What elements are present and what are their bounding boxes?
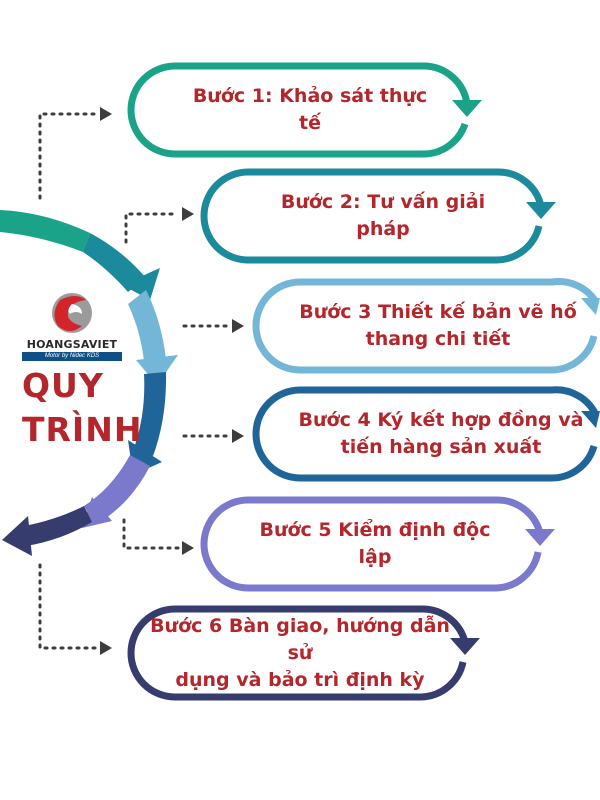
step-5-line-1: Bước 5 Kiểm định độc lập (259, 519, 491, 568)
arc-segment-1 (0, 210, 90, 252)
step-3-line-1: Bước 3 Thiết kế bản vẽ hố (299, 301, 577, 323)
step-arrow-2 (526, 202, 556, 219)
arc-segment-2 (83, 233, 146, 292)
connector-6 (38, 563, 98, 650)
step-box-arrowheads (450, 100, 600, 655)
connector-arrow-1 (100, 107, 112, 121)
connector-arrow-4 (232, 429, 244, 443)
step-3-line-2: thang chi tiết (365, 328, 511, 350)
arc-segment-4 (134, 372, 167, 456)
arc-arrowhead-2 (122, 268, 160, 300)
process-arc (0, 210, 178, 556)
arc-segment-6 (24, 506, 92, 546)
logo: HOANGSAVIET Motor by Nidec KDS (18, 290, 126, 361)
step-6-line-2: dụng và bảo trì định kỳ (175, 668, 425, 691)
step-3-text: Bước 3 Thiết kế bản vẽ hố thang chi tiết (293, 286, 583, 366)
step-6-text: Bước 6 Bàn giao, hướng dẫn sử dụng và bả… (150, 613, 450, 693)
connector-5 (122, 518, 182, 550)
logo-tagline: Motor by Nidec KDS (22, 352, 122, 361)
connector-arrow-6 (100, 641, 112, 655)
step-2-text: Bước 2: Tư vấn giải pháp (253, 176, 513, 256)
title-line-2: TRÌNH (22, 410, 143, 449)
step-box-5 (200, 496, 544, 592)
title-line-1: QUY (22, 366, 104, 405)
step-1-line-1: Bước 1: Khảo sát thực tế (192, 85, 428, 134)
connector-arrow-2 (182, 207, 194, 221)
step-4-line-2: tiến hàng sản xuất (340, 436, 542, 458)
step-1-text: Bước 1: Khảo sát thực tế (180, 70, 440, 150)
step-2-line-1: Bước 2: Tư vấn giải pháp (280, 191, 486, 240)
connector-1 (38, 112, 98, 200)
step-arrow-4 (581, 411, 600, 428)
step-arrow-5 (525, 529, 555, 546)
step-arrow-1 (452, 100, 482, 117)
step-box-6 (127, 605, 469, 701)
arc-arrowhead-6 (2, 516, 32, 556)
logo-brand-text: HOANGSAVIET (26, 338, 118, 351)
step-arrow-3 (581, 298, 600, 315)
step-box-4 (252, 386, 600, 482)
step-box-3 (252, 278, 599, 374)
connector-arrow-5 (182, 541, 194, 555)
step-5-text: Bước 5 Kiểm định độc lập (240, 504, 510, 584)
step-4-line-1: Bước 4 Ký kết hợp đồng và (298, 409, 584, 431)
arc-segment-3 (128, 290, 166, 362)
logo-mark (52, 293, 92, 333)
connector-2 (124, 212, 180, 244)
arc-arrowhead-3 (136, 355, 178, 385)
step-arrow-6 (450, 638, 480, 655)
connector-arrowheads (100, 107, 244, 655)
step-4-text: Bước 4 Ký kết hợp đồng và tiến hàng sản … (293, 394, 589, 474)
step-6-line-1: Bước 6 Bàn giao, hướng dẫn sử (150, 614, 450, 664)
logo-swoosh-red (54, 296, 86, 331)
connectors (38, 112, 232, 650)
step-box-2 (200, 168, 545, 264)
logo-swoosh-white (68, 304, 82, 314)
step-boxes (127, 62, 600, 701)
step-box-1 (127, 62, 471, 158)
connector-arrow-3 (232, 319, 244, 333)
